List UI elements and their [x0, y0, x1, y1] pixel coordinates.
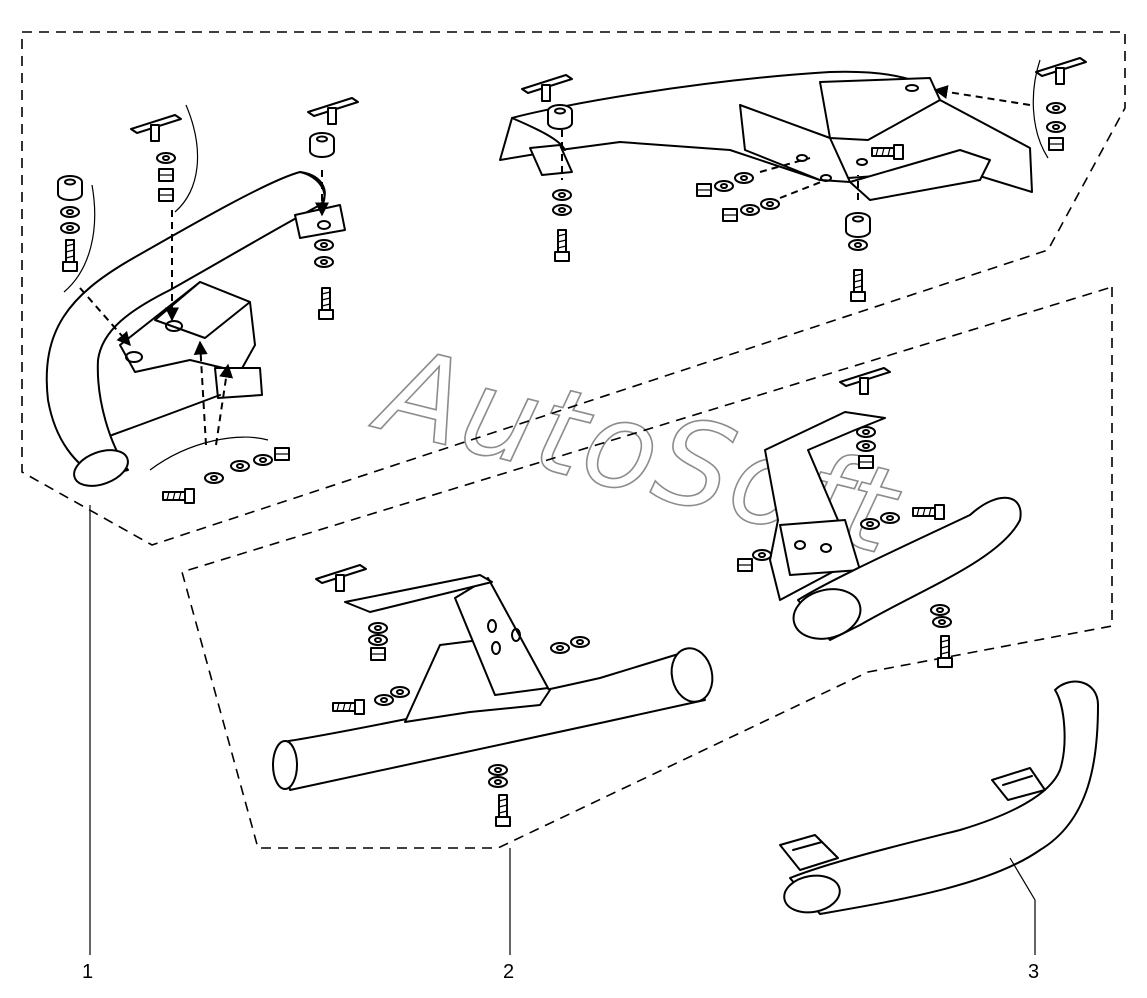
group-1-right-bumper — [499, 57, 1087, 302]
callout-2: 2 — [503, 961, 514, 983]
group-1-left-bumper — [45, 97, 359, 504]
leader-lines — [89, 505, 1036, 955]
item-3-bumper — [779, 680, 1099, 915]
group-2-right-bumper — [737, 367, 1022, 668]
callout-3: 3 — [1028, 961, 1039, 983]
callout-1: 1 — [82, 961, 93, 983]
group-1-boundary — [21, 31, 1126, 546]
group-2-left-bumper — [272, 564, 714, 827]
